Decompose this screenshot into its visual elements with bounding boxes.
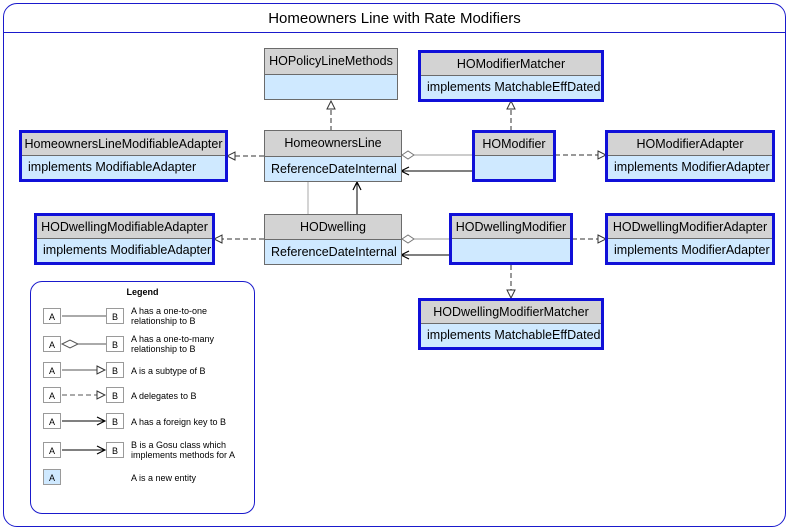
class-ho-modifier[interactable]: HOModifier (472, 130, 556, 182)
class-name: HODwellingModifiableAdapter (37, 216, 212, 239)
class-body: ReferenceDateInternal (271, 245, 397, 259)
class-body: implements MatchableEffDated (427, 80, 601, 94)
class-name: HomeownersLineModifiableAdapter (22, 133, 225, 156)
class-ho-dwelling-modifier[interactable]: HODwellingModifier (449, 213, 573, 265)
class-homeowners-line-modifiable-adapter[interactable]: HomeownersLineModifiableAdapter implemen… (19, 130, 228, 182)
class-ho-modifier-adapter[interactable]: HOModifierAdapter implements ModifierAda… (605, 130, 775, 182)
class-name: HomeownersLine (265, 131, 401, 157)
class-ho-dwelling-modifier-adapter[interactable]: HODwellingModifierAdapter implements Mod… (605, 213, 775, 265)
diagram-frame: Homeowners Line with Rate Modifiers (3, 3, 786, 527)
legend-text: A has a foreign key to B (131, 417, 227, 427)
class-name: HODwellingModifier (452, 216, 570, 239)
legend-box-a: A (43, 413, 61, 429)
class-body: implements ModifiableAdapter (43, 243, 212, 257)
legend-box-b: B (106, 362, 124, 378)
class-name: HODwellingModifierMatcher (421, 301, 601, 324)
legend-diamond-symbol (60, 339, 80, 349)
class-name: HOPolicyLineMethods (265, 49, 397, 75)
class-name: HODwelling (265, 215, 401, 240)
legend-title: Legend (126, 287, 159, 297)
legend-box-a: A (43, 308, 61, 324)
legend-box-a: A (43, 387, 61, 403)
legend-box-a: A (43, 336, 61, 352)
class-ho-dwelling[interactable]: HODwelling ReferenceDateInternal (264, 214, 402, 265)
legend-symbols (60, 315, 106, 515)
legend-text: A has a one-to-many relationship to B (131, 334, 215, 354)
legend-box-new-entity: A (43, 469, 61, 485)
legend-text: A delegates to B (131, 391, 197, 401)
class-name: HOModifierMatcher (421, 53, 601, 76)
class-body: implements MatchableEffDated (427, 328, 601, 342)
class-name: HOModifier (475, 133, 553, 156)
legend-text: A has a one-to-one relationship to B (131, 306, 208, 326)
legend-box-a: A (43, 362, 61, 378)
class-ho-policy-line-methods[interactable]: HOPolicyLineMethods (264, 48, 398, 100)
class-body: implements ModifierAdapter (614, 243, 770, 257)
legend: Legend A B A has a one-to-one relationsh… (30, 281, 255, 514)
legend-box-b: B (106, 442, 124, 458)
class-body: ReferenceDateInternal (271, 162, 397, 176)
legend-box-a: A (43, 442, 61, 458)
class-ho-dwelling-modifier-matcher[interactable]: HODwellingModifierMatcher implements Mat… (418, 298, 604, 350)
legend-text: A is a new entity (131, 473, 197, 483)
legend-box-b: B (106, 413, 124, 429)
class-body: implements ModifiableAdapter (28, 160, 197, 174)
class-ho-modifier-matcher[interactable]: HOModifierMatcher implements MatchableEf… (418, 50, 604, 102)
class-body: implements ModifierAdapter (614, 160, 770, 174)
class-name: HOModifierAdapter (608, 133, 772, 156)
title-bar: Homeowners Line with Rate Modifiers (4, 4, 785, 33)
class-homeowners-line[interactable]: HomeownersLine ReferenceDateInternal (264, 130, 402, 182)
class-ho-dwelling-modifiable-adapter[interactable]: HODwellingModifiableAdapter implements M… (34, 213, 215, 265)
legend-box-b: B (106, 387, 124, 403)
legend-box-b: B (106, 308, 124, 324)
legend-text: A is a subtype of B (131, 366, 206, 376)
legend-box-b: B (106, 336, 124, 352)
class-name: HODwellingModifierAdapter (608, 216, 772, 239)
diagram-title: Homeowners Line with Rate Modifiers (268, 10, 521, 27)
legend-text: B is a Gosu class which implements metho… (131, 440, 236, 460)
